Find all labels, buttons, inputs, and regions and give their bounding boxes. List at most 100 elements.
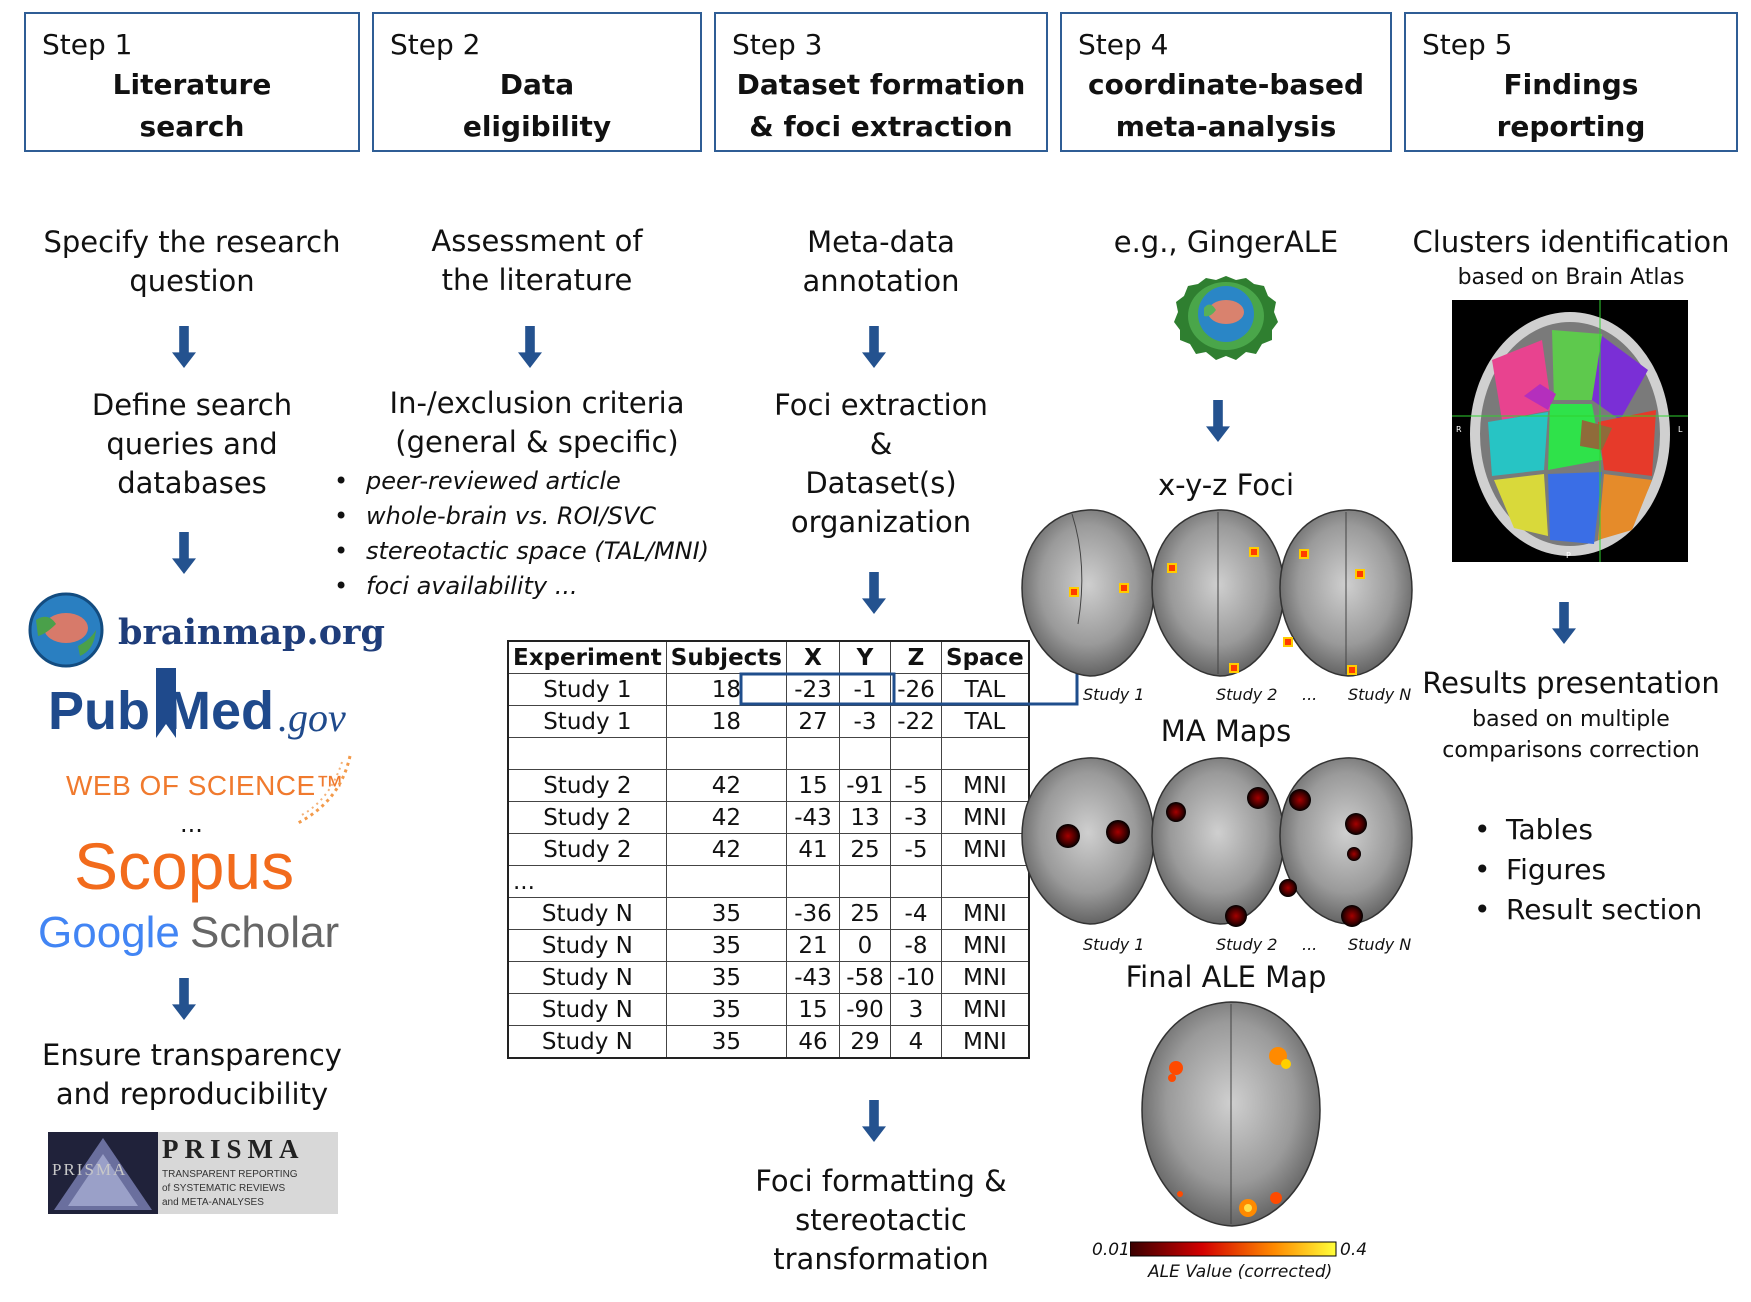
colorbar-max-label: 0.4 bbox=[1340, 1240, 1368, 1260]
step-title: coordinate-based meta-analysis bbox=[1062, 64, 1390, 148]
brain-slice-icon bbox=[1021, 509, 1155, 677]
col5-results-sub: based on multiple comparisons correction bbox=[1404, 704, 1738, 766]
list-item: stereotactic space (TAL/MNI) bbox=[334, 534, 709, 569]
step-number: Step 3 bbox=[732, 28, 823, 61]
brain-caption: ... bbox=[1302, 935, 1318, 954]
brain-slice-icon bbox=[1279, 757, 1413, 925]
table-cell bbox=[940, 737, 1030, 770]
col2-assessment: Assessment of the literature bbox=[372, 222, 702, 300]
col3-foci-formatting: Foci formatting & stereotactic transform… bbox=[714, 1162, 1048, 1279]
brain-caption: ... bbox=[1302, 685, 1318, 704]
table-header: Z bbox=[890, 640, 942, 674]
scholar-logo-text: Scholar bbox=[190, 908, 340, 957]
prisma-subtitle-line: TRANSPARENT REPORTING bbox=[162, 1169, 298, 1180]
brain-caption: Study N bbox=[1348, 685, 1412, 704]
table-cell bbox=[786, 737, 840, 770]
text-line: and reproducibility bbox=[55, 1077, 329, 1111]
table-row bbox=[507, 737, 1030, 770]
web-of-science-logo: WEB OF SCIENCE™ bbox=[66, 770, 345, 801]
table-cell: 41 bbox=[786, 833, 840, 866]
table-cell: MNI bbox=[940, 897, 1030, 930]
down-arrow-icon bbox=[1552, 588, 1576, 658]
col5-clusters-sub: based on Brain Atlas bbox=[1457, 265, 1685, 290]
list-item: Figures bbox=[1474, 850, 1702, 890]
down-arrow-icon bbox=[172, 312, 196, 382]
col4-ma-label: MA Maps bbox=[1160, 714, 1292, 748]
table-cell: TAL bbox=[940, 673, 1030, 706]
pubmed-logo-text: Med bbox=[166, 681, 274, 741]
table-cell: Study 2 bbox=[507, 801, 667, 834]
table-cell bbox=[507, 737, 667, 770]
down-arrow-icon bbox=[518, 312, 542, 382]
pubmed-logo-text: Pub bbox=[48, 681, 150, 741]
step-box-1: Step 1 Literature search bbox=[24, 12, 360, 152]
table-cell: 35 bbox=[665, 993, 788, 1026]
prisma-side-text: PRISMA bbox=[52, 1160, 128, 1179]
table-cell: -4 bbox=[890, 897, 942, 930]
ale-colorbar bbox=[1130, 1241, 1337, 1257]
table-cell: TAL bbox=[940, 705, 1030, 738]
table-cell: -91 bbox=[839, 769, 891, 802]
table-cell: 13 bbox=[839, 801, 891, 834]
step-title: Dataset formation & foci extraction bbox=[716, 64, 1046, 148]
table-cell: 18 bbox=[665, 673, 788, 706]
brain-atlas-image: R L P bbox=[1452, 300, 1688, 562]
brainmap-globe-icon bbox=[28, 592, 104, 668]
table-cell: MNI bbox=[940, 769, 1030, 802]
brain-caption: Study 2 bbox=[1216, 685, 1278, 704]
table-cell: 15 bbox=[786, 769, 840, 802]
step-title-line: & foci extraction bbox=[749, 110, 1013, 143]
table-cell: 42 bbox=[665, 769, 788, 802]
brain-caption: Study 1 bbox=[1083, 685, 1145, 704]
pubmed-logo: Pub Med .gov bbox=[48, 668, 368, 750]
step-number: Step 5 bbox=[1422, 28, 1513, 61]
scopus-logo: Scopus bbox=[74, 829, 295, 903]
table-cell: 15 bbox=[786, 993, 840, 1026]
table-cell: -23 bbox=[786, 673, 840, 706]
col1-transparency: Ensure transparency and reproducibility bbox=[24, 1036, 360, 1114]
text-line: Define search bbox=[91, 388, 293, 422]
brain-slice-icon bbox=[1151, 757, 1285, 925]
table-cell: Study N bbox=[507, 897, 667, 930]
table-cell bbox=[786, 865, 840, 898]
step-title: Findings reporting bbox=[1406, 64, 1736, 148]
table-cell: 25 bbox=[839, 833, 891, 866]
step-title-line: coordinate-based bbox=[1088, 68, 1364, 101]
table-cell: 25 bbox=[839, 897, 891, 930]
table-cell: 35 bbox=[665, 1025, 788, 1059]
step-title-line: Data bbox=[499, 68, 575, 101]
col3-foci-extraction: Foci extraction & Dataset(s) organizatio… bbox=[714, 386, 1048, 542]
col5-results-list: Tables Figures Result section bbox=[1474, 810, 1702, 930]
prisma-title: PRISMA bbox=[162, 1134, 305, 1164]
prisma-subtitle-line: of SYSTEMATIC REVIEWS bbox=[162, 1183, 286, 1194]
table-cell bbox=[940, 865, 1030, 898]
table-cell: 18 bbox=[665, 705, 788, 738]
table-header: Experiment bbox=[507, 640, 667, 674]
table-header: Y bbox=[839, 640, 891, 674]
table-cell bbox=[665, 865, 788, 898]
step-title-line: Literature bbox=[112, 68, 272, 101]
table-cell: -5 bbox=[890, 833, 942, 866]
col4-foci-label: x-y-z Foci bbox=[1157, 468, 1295, 502]
table-cell: -5 bbox=[890, 769, 942, 802]
atlas-l-label: L bbox=[1678, 425, 1683, 434]
text-line: question bbox=[129, 264, 255, 298]
text-line: organization bbox=[790, 505, 972, 539]
table-cell: Study 1 bbox=[507, 705, 667, 738]
brain-caption: Study 1 bbox=[1083, 935, 1145, 954]
table-cell: -43 bbox=[786, 801, 840, 834]
table-cell: -43 bbox=[786, 961, 840, 994]
col5-results: Results presentation bbox=[1422, 666, 1720, 700]
table-cell: 3 bbox=[890, 993, 942, 1026]
brain-caption: Study N bbox=[1348, 935, 1412, 954]
step-title: Literature search bbox=[26, 64, 358, 148]
colorbar-title: ALE Value (corrected) bbox=[1148, 1262, 1333, 1282]
